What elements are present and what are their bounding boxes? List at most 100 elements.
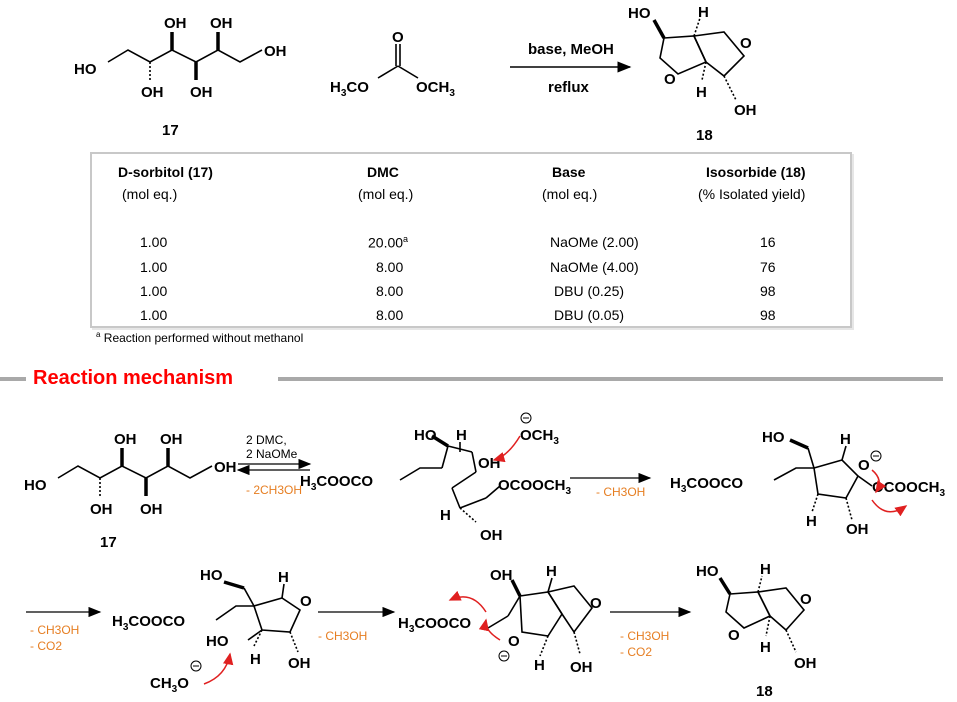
svg-text:H: H bbox=[278, 569, 289, 586]
svg-text:H: H bbox=[440, 507, 451, 524]
svg-text:OH: OH bbox=[478, 455, 501, 472]
cell-sorbitol: 1.00 bbox=[140, 283, 168, 299]
svg-text:H: H bbox=[696, 84, 707, 101]
svg-text:HO: HO bbox=[24, 477, 47, 494]
svg-text:H: H bbox=[806, 513, 817, 530]
reagent-below: reflux bbox=[548, 79, 590, 96]
svg-text:OCOOCH3: OCOOCH3 bbox=[498, 477, 572, 497]
svg-text:OH: OH bbox=[160, 431, 183, 448]
svg-text:HO: HO bbox=[696, 563, 719, 580]
yield-table: D-sorbitol (17) DMC Base Isosorbide (18)… bbox=[90, 152, 852, 328]
cell-dmc: 8.00 bbox=[376, 307, 404, 323]
svg-text:HO: HO bbox=[200, 567, 223, 584]
mech-18-label: 18 bbox=[756, 683, 773, 700]
svg-text:OH: OH bbox=[140, 501, 163, 518]
svg-text:H3COOCO: H3COOCO bbox=[398, 615, 471, 635]
svg-text:O: O bbox=[858, 457, 870, 474]
svg-text:OH: OH bbox=[734, 102, 757, 119]
step5-byproduct-b: - CO2 bbox=[620, 645, 652, 659]
svg-text:OH: OH bbox=[141, 84, 164, 101]
cell-base: NaOMe (2.00) bbox=[550, 234, 639, 250]
svg-text:O: O bbox=[728, 627, 740, 644]
svg-text:CH3O: CH3O bbox=[150, 675, 189, 695]
step5-byproduct-a: - CH3OH bbox=[620, 629, 669, 643]
svg-text:H3COOCO: H3COOCO bbox=[112, 613, 185, 633]
svg-text:OH: OH bbox=[480, 527, 503, 544]
cell-base: DBU (0.05) bbox=[554, 307, 625, 323]
svg-text:OH: OH bbox=[210, 15, 233, 32]
svg-text:OH: OH bbox=[794, 655, 817, 672]
cell-dmc: 8.00 bbox=[376, 283, 404, 299]
header-sorbitol: D-sorbitol (17) bbox=[118, 164, 213, 180]
step3-byproduct-a: - CH3OH bbox=[30, 623, 79, 637]
svg-text:OCH3: OCH3 bbox=[416, 79, 455, 99]
isosorbide-structure-mech bbox=[718, 575, 806, 653]
svg-text:O: O bbox=[300, 593, 312, 610]
svg-text:HO: HO bbox=[628, 5, 651, 22]
header-isosorbide: Isosorbide (18) bbox=[706, 164, 806, 180]
compound-18-label: 18 bbox=[696, 127, 713, 144]
step1-reagent-b: 2 NaOMe bbox=[246, 447, 298, 461]
svg-text:O: O bbox=[392, 29, 404, 46]
svg-text:HO: HO bbox=[74, 61, 97, 78]
svg-text:HO: HO bbox=[206, 633, 229, 650]
step2-byproduct: - CH3OH bbox=[596, 485, 645, 499]
svg-text:OH: OH bbox=[214, 459, 237, 476]
cell-dmc: 8.00 bbox=[376, 259, 404, 275]
svg-text:HO: HO bbox=[414, 427, 437, 444]
svg-text:O: O bbox=[508, 633, 520, 650]
header-dmc: DMC bbox=[367, 164, 399, 180]
svg-text:OH: OH bbox=[570, 659, 593, 676]
dmc-structure bbox=[377, 44, 419, 79]
header-base: Base bbox=[552, 164, 586, 180]
table-footnote: a Reaction performed without methanol bbox=[96, 330, 304, 345]
cell-sorbitol: 1.00 bbox=[140, 307, 168, 323]
svg-text:H: H bbox=[698, 4, 709, 21]
svg-text:H: H bbox=[456, 427, 467, 444]
svg-text:OH: OH bbox=[90, 501, 113, 518]
cell-yield: 98 bbox=[760, 283, 776, 299]
svg-text:H: H bbox=[760, 561, 771, 578]
svg-text:OH: OH bbox=[490, 567, 513, 584]
svg-text:O: O bbox=[800, 591, 812, 608]
cell-dmc: 20.00a bbox=[368, 234, 409, 251]
svg-text:HO: HO bbox=[762, 429, 785, 446]
cell-base: NaOMe (4.00) bbox=[550, 259, 639, 275]
unit-sorbitol: (mol eq.) bbox=[122, 186, 178, 202]
section-title-mechanism: Reaction mechanism bbox=[33, 367, 234, 389]
cyclic-intermediate-1 bbox=[773, 438, 873, 521]
cell-sorbitol: 1.00 bbox=[140, 259, 168, 275]
unit-dmc: (mol eq.) bbox=[358, 186, 414, 202]
svg-text:OCH3: OCH3 bbox=[520, 427, 559, 447]
dicarbonate-intermediate bbox=[399, 434, 501, 523]
svg-text:H: H bbox=[534, 657, 545, 674]
svg-text:OH: OH bbox=[288, 655, 311, 672]
svg-text:OH: OH bbox=[846, 521, 869, 538]
sorbitol-structure-mech bbox=[57, 448, 213, 496]
cell-yield: 76 bbox=[760, 259, 776, 275]
reagent-above: base, MeOH bbox=[528, 41, 614, 58]
svg-text:O: O bbox=[590, 595, 602, 612]
step1-byproduct: - 2CH3OH bbox=[246, 483, 302, 497]
svg-text:H: H bbox=[546, 563, 557, 580]
svg-text:H3COOCO: H3COOCO bbox=[300, 473, 373, 493]
mech-17-label: 17 bbox=[100, 534, 117, 551]
svg-text:H3CO: H3CO bbox=[330, 79, 369, 99]
compound-17-label: 17 bbox=[162, 122, 179, 139]
svg-text:O: O bbox=[740, 35, 752, 52]
svg-text:OH: OH bbox=[264, 43, 287, 60]
section-rule-left bbox=[0, 377, 26, 381]
section-rule-right bbox=[278, 377, 943, 381]
svg-text:H: H bbox=[250, 651, 261, 668]
cell-sorbitol: 1.00 bbox=[140, 234, 168, 250]
step1-reagent-a: 2 DMC, bbox=[246, 433, 287, 447]
unit-yield: (% Isolated yield) bbox=[698, 186, 806, 202]
isosorbide-structure-top bbox=[652, 17, 746, 101]
svg-text:OH: OH bbox=[164, 15, 187, 32]
step3-byproduct-b: - CO2 bbox=[30, 639, 62, 653]
cell-yield: 16 bbox=[760, 234, 776, 250]
svg-text:OH: OH bbox=[114, 431, 137, 448]
svg-text:H: H bbox=[840, 431, 851, 448]
cell-base: DBU (0.25) bbox=[554, 283, 625, 299]
cell-yield: 98 bbox=[760, 307, 776, 323]
